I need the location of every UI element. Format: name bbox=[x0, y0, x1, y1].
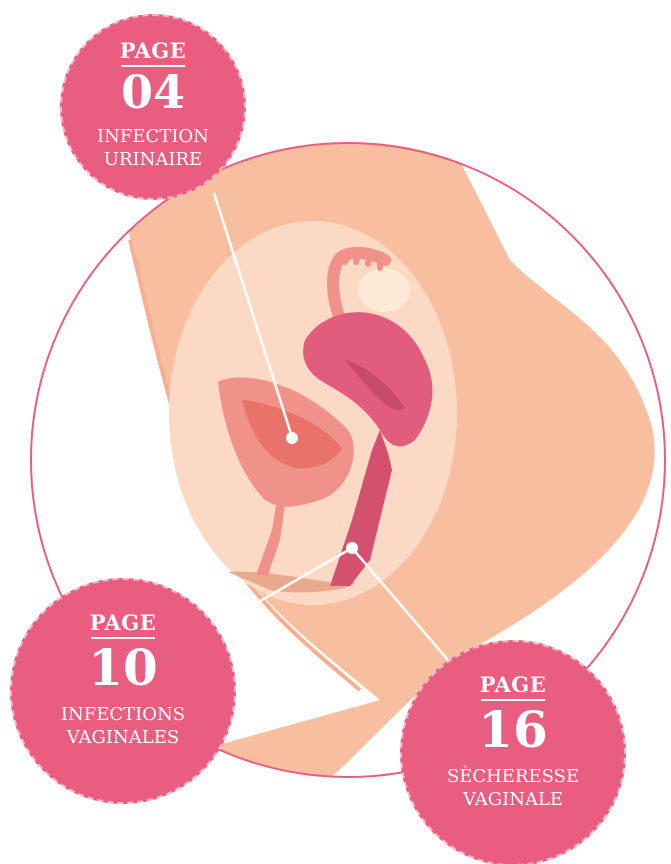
badge-page-10[interactable]: PAGE 10 INFECTIONS VAGINALES bbox=[10, 578, 236, 804]
badge-label-line2: VAGINALE bbox=[402, 788, 624, 811]
badge-number: 16 bbox=[402, 705, 624, 755]
badge-number: 04 bbox=[62, 69, 244, 115]
badge-number: 10 bbox=[12, 643, 234, 693]
badge-label-line1: SÈCHERESSE bbox=[402, 765, 624, 788]
badge-page-04[interactable]: PAGE 04 INFECTION URINAIRE bbox=[60, 14, 246, 200]
badge-label-line2: URINAIRE bbox=[62, 148, 244, 171]
badge-label-line1: INFECTION bbox=[62, 125, 244, 148]
badge-page-16[interactable]: PAGE 16 SÈCHERESSE VAGINALE bbox=[400, 640, 626, 864]
badge-page-label: PAGE bbox=[402, 672, 624, 697]
pointer-dot-vagina bbox=[346, 542, 358, 554]
badge-page-label: PAGE bbox=[62, 38, 244, 63]
pointer-dot-04 bbox=[286, 432, 298, 444]
badge-label-line1: INFECTIONS bbox=[12, 703, 234, 726]
badge-page-label: PAGE bbox=[12, 610, 234, 635]
badge-label-line2: VAGINALES bbox=[12, 726, 234, 749]
ovary bbox=[358, 268, 410, 312]
